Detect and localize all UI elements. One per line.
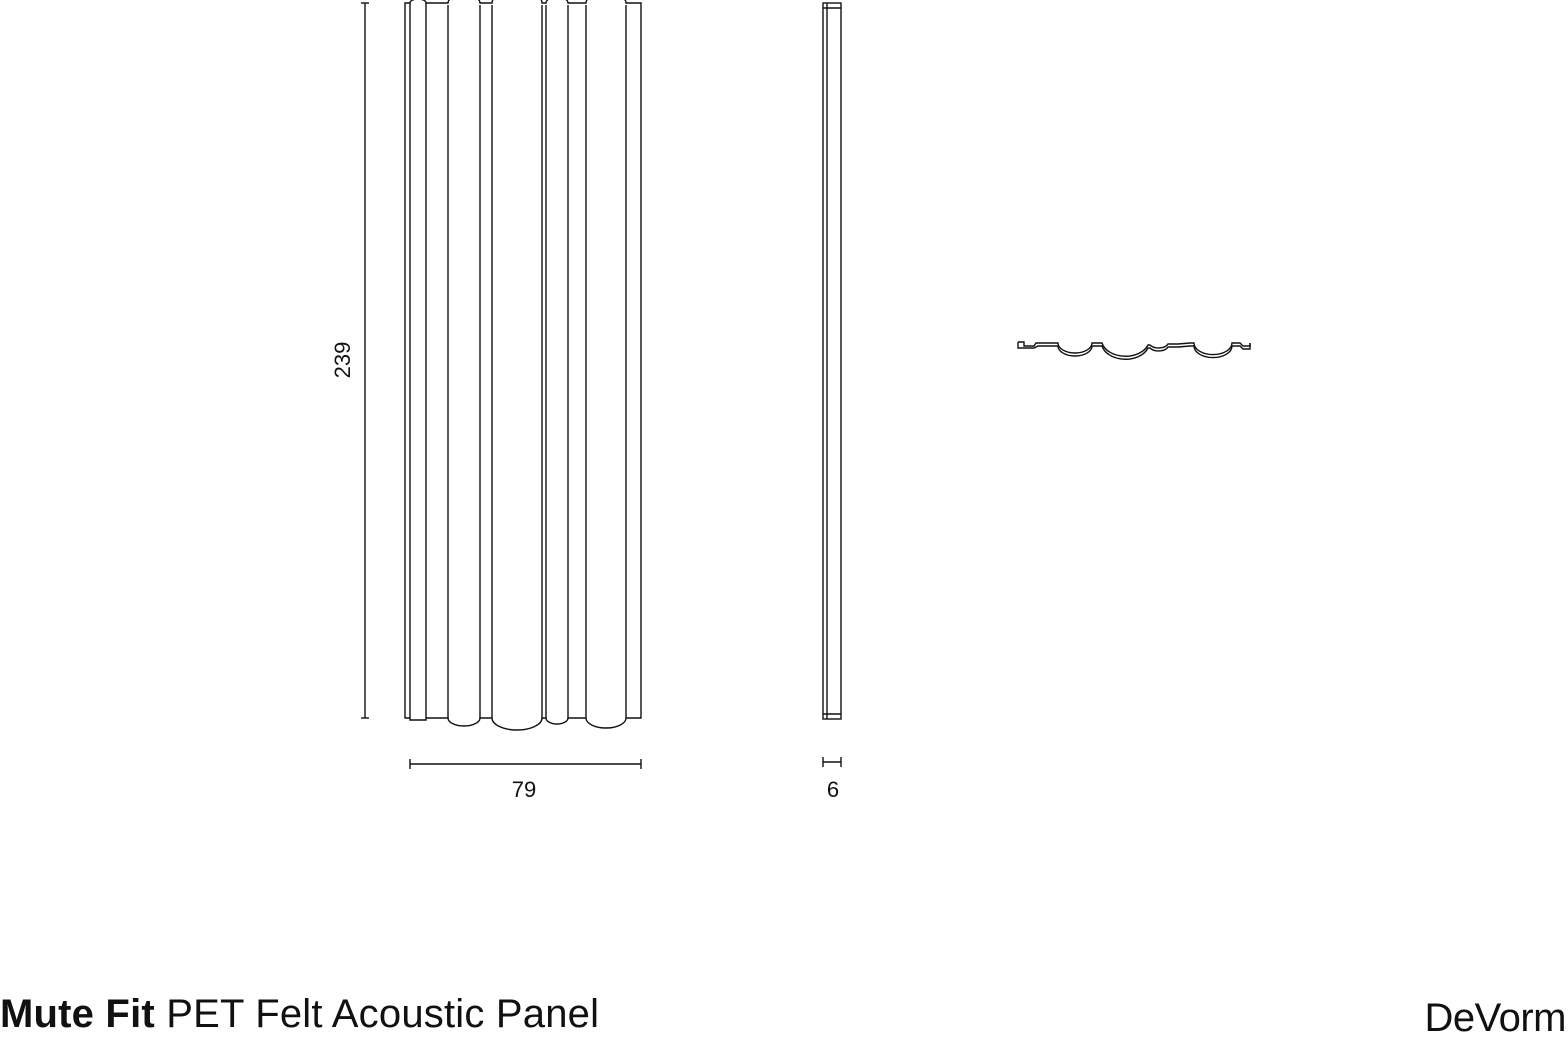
- footer-title: Mute Fit PET Felt Acoustic Panel: [0, 990, 599, 1038]
- product-name: Mute Fit: [0, 992, 155, 1036]
- height-label: 239: [330, 342, 355, 379]
- panel-side-view: [822, 2, 842, 720]
- panel-front-view: [404, 0, 642, 731]
- panel-cross-section: [1017, 341, 1251, 360]
- width-label: 79: [512, 777, 536, 802]
- thickness-label: 6: [827, 777, 839, 802]
- thickness-dimension: [822, 757, 842, 767]
- brand-logo: DeVorm: [1424, 996, 1567, 1040]
- height-dimension: [361, 2, 369, 719]
- product-description: PET Felt Acoustic Panel: [166, 992, 600, 1036]
- width-dimension: [409, 759, 642, 769]
